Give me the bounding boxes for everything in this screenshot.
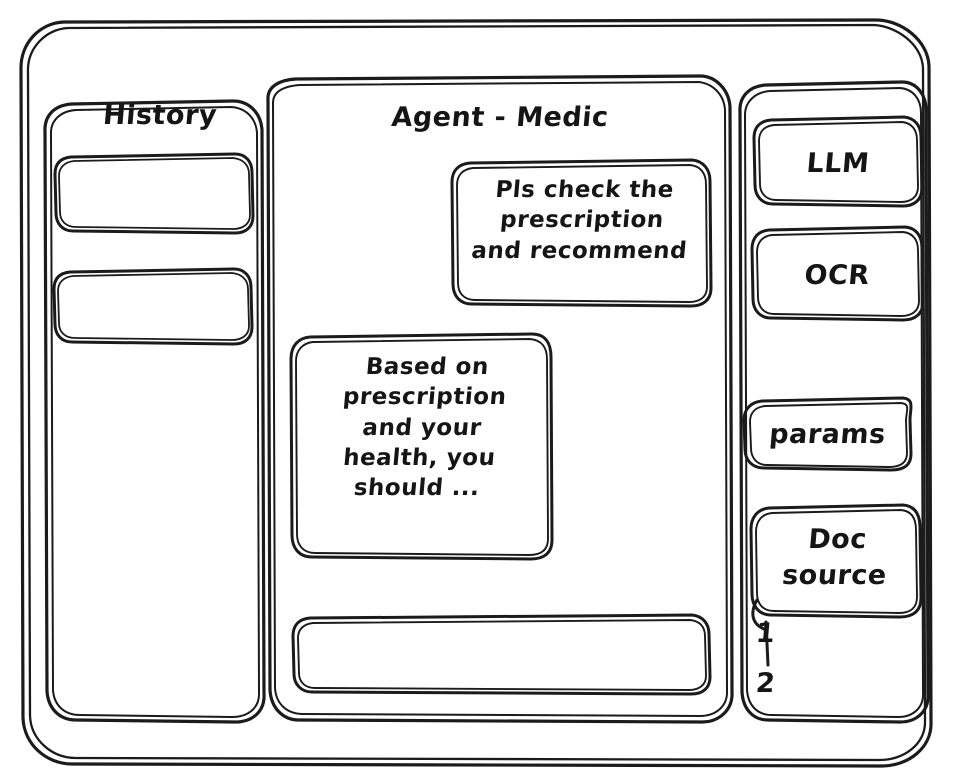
doc-source-item-1[interactable]: 1 bbox=[752, 612, 812, 658]
history-item-1[interactable] bbox=[55, 155, 253, 233]
params-button-label: params bbox=[768, 419, 888, 450]
params-button[interactable]: params bbox=[744, 399, 911, 470]
doc-source-item-1-label: 1 bbox=[754, 618, 777, 649]
agent-message-text: Based on prescription and your health, y… bbox=[341, 354, 508, 502]
doc-source-panel[interactable]: Doc source bbox=[751, 506, 921, 617]
ocr-button[interactable]: OCR bbox=[752, 228, 922, 320]
chat-panel-title: Agent - Medic bbox=[390, 102, 610, 133]
llm-button[interactable]: LLM bbox=[754, 118, 922, 206]
llm-button-label: LLM bbox=[805, 148, 871, 179]
history-item-2[interactable] bbox=[54, 270, 252, 344]
doc-source-item-2[interactable]: 2 bbox=[752, 662, 812, 708]
composer-input[interactable] bbox=[293, 616, 711, 695]
agent-message-bubble: Based on prescription and your health, y… bbox=[291, 334, 553, 560]
doc-source-item-2-label: 2 bbox=[754, 668, 777, 699]
ocr-button-label: OCR bbox=[803, 260, 871, 291]
user-message-text: Pls check the prescription and recommend bbox=[470, 177, 689, 264]
user-message-bubble: Pls check the prescription and recommend bbox=[452, 160, 712, 307]
history-panel-title: History bbox=[101, 100, 219, 131]
doc-source-label: Doc source bbox=[780, 524, 889, 591]
